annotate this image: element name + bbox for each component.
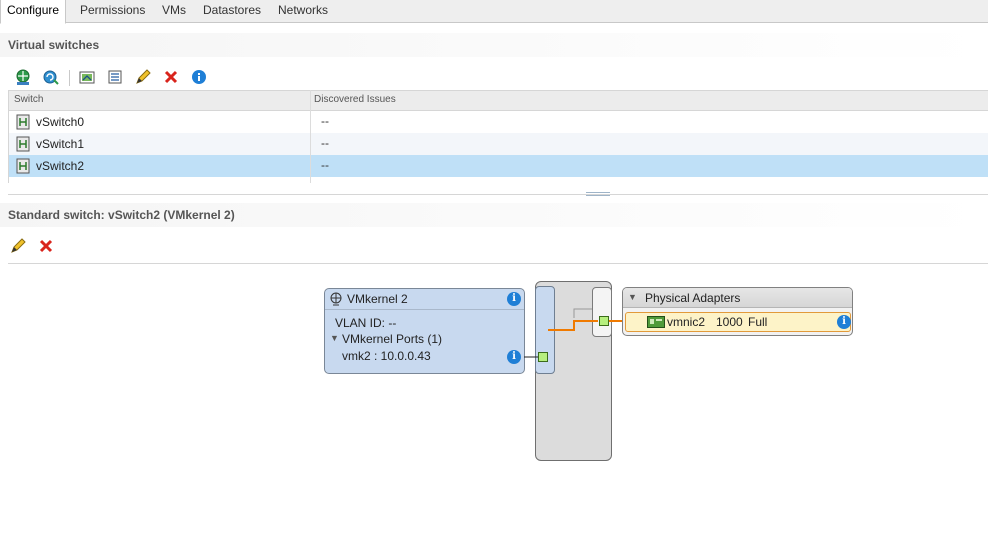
- virtual-switches-title: Virtual switches: [0, 33, 988, 57]
- add-host-networking-icon[interactable]: [14, 68, 32, 86]
- info-icon[interactable]: i: [507, 350, 521, 364]
- toolbar-separator: [69, 70, 70, 86]
- switch-name: vSwitch2: [36, 159, 85, 173]
- column-header-switch[interactable]: Switch: [14, 94, 44, 105]
- divider: [8, 194, 988, 195]
- edit-pencil-icon[interactable]: [134, 68, 152, 86]
- tab-vms[interactable]: VMs: [162, 3, 186, 17]
- portgroup-header: VMkernel 2 i: [325, 289, 524, 310]
- collapse-triangle-icon[interactable]: ▼: [330, 333, 339, 343]
- remove-x-icon[interactable]: [162, 68, 180, 86]
- uplink-port-connector: [599, 316, 609, 326]
- refresh-icon[interactable]: [42, 68, 60, 86]
- table-row[interactable]: vSwitch0 --: [9, 111, 988, 133]
- tab-bar: Configure Permissions VMs Datastores Net…: [0, 0, 988, 24]
- divider: [8, 263, 988, 264]
- vlan-id: VLAN ID: --: [335, 316, 397, 330]
- tab-configure[interactable]: Configure: [0, 0, 67, 24]
- physical-adapters-panel[interactable]: ▼ Physical Adapters vmnic2 1000 Full i: [622, 287, 853, 336]
- standard-switch-icon: [15, 158, 31, 177]
- tab-networks[interactable]: Networks: [278, 3, 329, 17]
- physical-adapter-row[interactable]: vmnic2 1000 Full i: [625, 312, 851, 332]
- discovered-issues-value: --: [321, 114, 329, 128]
- nic-name: vmnic2: [667, 315, 706, 329]
- info-icon[interactable]: i: [837, 315, 851, 329]
- migrate-physical-adapters-icon[interactable]: [78, 68, 96, 86]
- nic-duplex: Full: [748, 315, 768, 329]
- vmkernel-port-entry[interactable]: vmk2 : 10.0.0.43: [342, 349, 431, 363]
- table-row-selected[interactable]: vSwitch2 --: [9, 155, 988, 177]
- switch-name: vSwitch1: [36, 137, 85, 151]
- table-row[interactable]: vSwitch1 --: [9, 133, 988, 155]
- portgroup-name: VMkernel 2: [347, 292, 408, 306]
- discovered-issues-value: --: [321, 158, 329, 172]
- column-header-discovered-issues[interactable]: Discovered Issues: [314, 94, 396, 105]
- manage-physical-adapters-icon[interactable]: [106, 68, 124, 86]
- nic-speed: 1000: [716, 315, 743, 329]
- physical-adapters-title: Physical Adapters: [645, 291, 741, 305]
- remove-x-icon[interactable]: [37, 237, 55, 255]
- network-globe-icon: [329, 292, 343, 309]
- physical-adapters-header: ▼ Physical Adapters: [623, 288, 852, 308]
- switch-name: vSwitch0: [36, 115, 85, 129]
- virtual-switches-table: Switch Discovered Issues vSwitch0 -- vSw…: [8, 90, 988, 183]
- collapse-triangle-icon[interactable]: ▼: [628, 292, 637, 302]
- standard-switch-icon: [15, 136, 31, 155]
- info-icon[interactable]: i: [507, 292, 521, 306]
- network-card-icon: [647, 316, 665, 331]
- table-header: Switch Discovered Issues: [9, 90, 988, 111]
- tab-permissions[interactable]: Permissions: [80, 3, 146, 17]
- tab-datastores[interactable]: Datastores: [203, 3, 262, 17]
- vmkernel-portgroup[interactable]: VMkernel 2 i VLAN ID: -- ▼ VMkernel Port…: [324, 288, 525, 374]
- pane-resize-handle[interactable]: [586, 192, 610, 196]
- info-icon[interactable]: [190, 68, 208, 86]
- standard-switch-icon: [15, 114, 31, 133]
- standard-switch-detail-title: Standard switch: vSwitch2 (VMkernel 2): [0, 203, 988, 227]
- vmkernel-ports-label: VMkernel Ports (1): [342, 332, 443, 346]
- vmkernel-port-connector: [538, 352, 548, 362]
- edit-pencil-icon[interactable]: [9, 237, 27, 255]
- discovered-issues-value: --: [321, 136, 329, 150]
- column-divider: [310, 90, 311, 183]
